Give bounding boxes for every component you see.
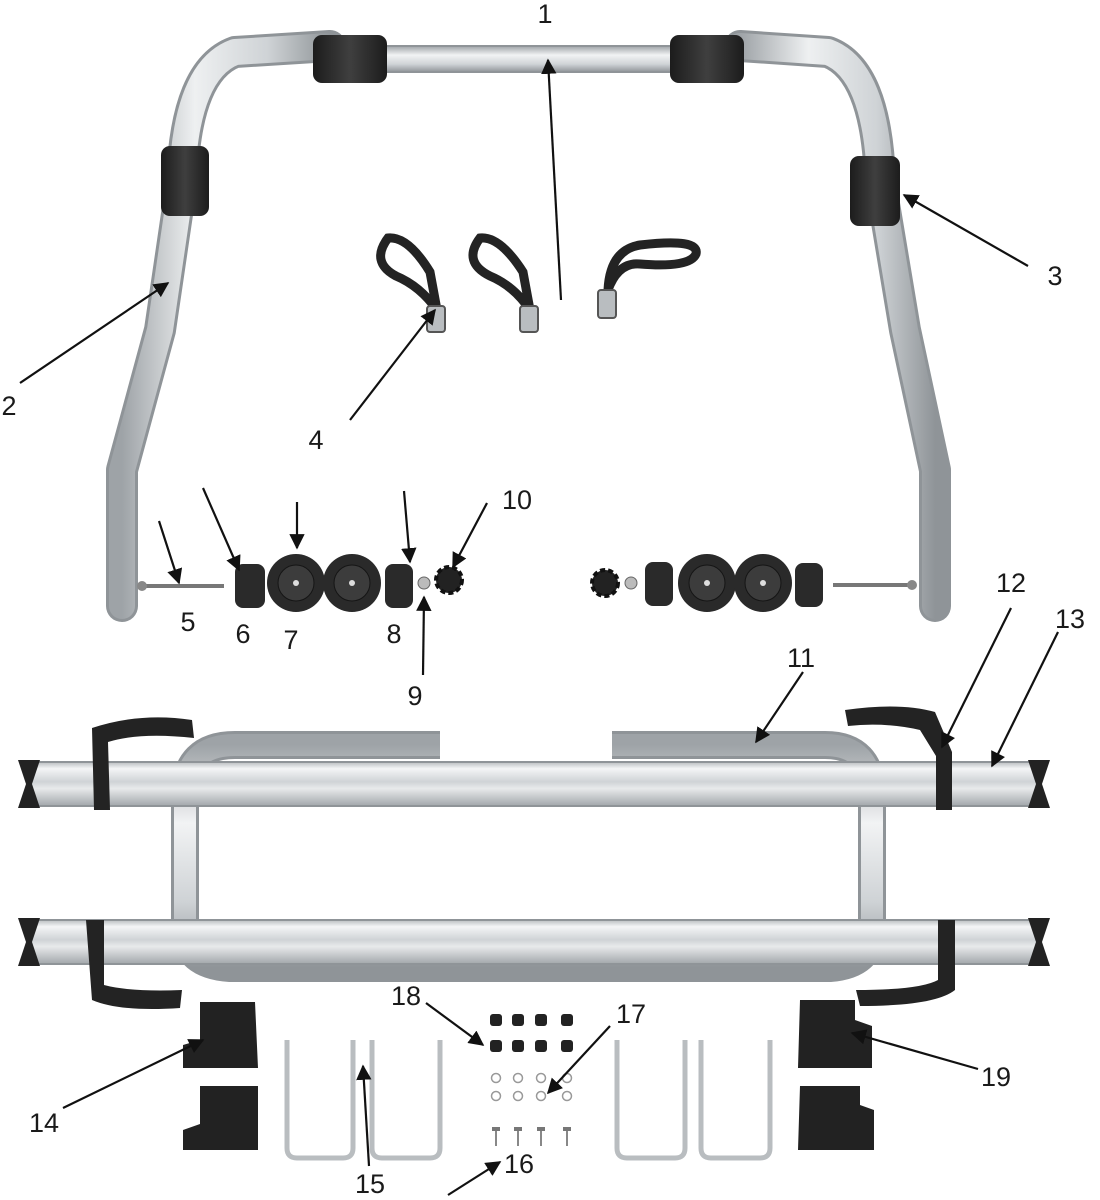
end-cap (235, 564, 265, 608)
callout-7: 7 (283, 625, 298, 655)
clamp-hardware-left (137, 554, 464, 612)
clamp-hardware-right (590, 554, 917, 612)
end-cap-2 (385, 564, 413, 608)
u-bolts (284, 1040, 773, 1161)
callout-8: 8 (386, 619, 401, 649)
cap-nut (490, 1040, 502, 1052)
callout-3: 3 (1047, 261, 1062, 291)
callout-16: 16 (504, 1149, 534, 1179)
mount-plate (183, 1002, 258, 1068)
upper-frame (106, 30, 951, 622)
callout-12: 12 (996, 568, 1026, 598)
rail-lower (29, 919, 1039, 965)
callout-10: 10 (502, 485, 532, 515)
screw-head (514, 1127, 522, 1131)
rail-straps (86, 706, 955, 1009)
screw-head (537, 1127, 545, 1131)
callout-4: 4 (308, 425, 323, 455)
callout-6: 6 (235, 619, 250, 649)
cap-nut (512, 1040, 524, 1052)
cap-nut (561, 1014, 573, 1026)
callout-5: 5 (180, 607, 195, 637)
foam-pad-top-right (670, 35, 744, 83)
washer (561, 1090, 573, 1102)
star-knob (434, 565, 464, 595)
cap-nut (561, 1040, 573, 1052)
callout-13: 13 (1055, 604, 1085, 634)
callout-15: 15 (355, 1169, 385, 1199)
callout-9: 9 (407, 681, 422, 711)
washer (512, 1090, 524, 1102)
callout-2: 2 (1, 391, 16, 421)
screw-head (563, 1127, 571, 1131)
callout-11: 11 (787, 643, 815, 673)
lower-frame (18, 731, 1050, 982)
cap-nut (490, 1014, 502, 1026)
washer (490, 1072, 502, 1084)
washer (535, 1090, 547, 1102)
washer (512, 1072, 524, 1084)
top-crossbar (329, 45, 731, 73)
cap-nut (535, 1040, 547, 1052)
foam-pad-right-side (850, 156, 900, 226)
cap-nut (535, 1014, 547, 1026)
callout-1: 1 (537, 0, 552, 29)
callout-18: 18 (391, 981, 421, 1011)
foam-pad-top-left (313, 35, 387, 83)
cap-nut (512, 1014, 524, 1026)
callout-19: 19 (981, 1062, 1011, 1092)
rail-upper (29, 761, 1039, 807)
callout-14: 14 (29, 1108, 59, 1138)
screw-head (492, 1127, 500, 1131)
leader-arrows (19, 58, 1059, 1196)
washer (535, 1072, 547, 1084)
washer (417, 576, 431, 590)
foam-pad-left-side (161, 146, 209, 216)
callout-17: 17 (616, 999, 646, 1029)
nuts-washers-screws (490, 1014, 573, 1146)
washer (490, 1090, 502, 1102)
